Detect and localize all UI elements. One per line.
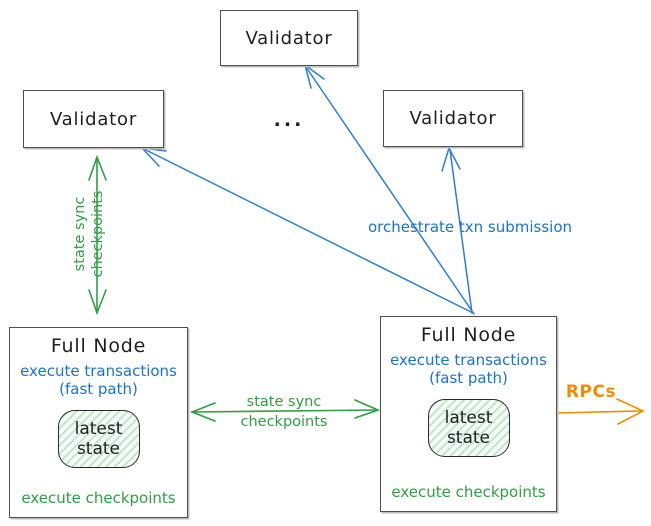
execute-transactions-label: execute transactions [20, 362, 177, 380]
state-sync-horizontal-label: state sync checkpoints [241, 392, 328, 432]
execute-checkpoints-label-right: execute checkpoints [391, 483, 546, 501]
latest-state-line1: latest [444, 408, 493, 428]
validator-top-label: Validator [245, 27, 333, 49]
state-sync-vertical-label: state sync checkpoints [71, 191, 107, 278]
validator-right-label: Validator [409, 108, 497, 129]
orchestrate-txn-submission-label: orchestrate txn submission [367, 218, 573, 236]
state-sync-horizontal-line1: state sync [246, 394, 322, 410]
state-sync-vertical-line1: state sync [72, 196, 88, 272]
ellipsis-text: ... [273, 109, 305, 131]
validator-left-box: Validator [23, 90, 164, 148]
latest-state-line1: latest [74, 419, 123, 439]
state-sync-horizontal-line2: checkpoints [240, 414, 328, 430]
full-node-left-title: Full Node [50, 335, 147, 357]
full-node-left-execute-transactions: execute transactions (fast path) [10, 362, 187, 398]
full-node-right-title: Full Node [420, 324, 517, 346]
validator-right-box: Validator [383, 90, 523, 147]
execute-transactions-label: execute transactions [390, 351, 547, 369]
validator-top-box: Validator [220, 10, 358, 66]
full-node-left-box: Full Node execute transactions (fast pat… [9, 327, 188, 518]
latest-state-line2: state [76, 439, 121, 459]
full-node-right-box: Full Node execute transactions (fast pat… [380, 316, 557, 512]
state-sync-vertical-line2: checkpoints [90, 190, 106, 278]
rpcs-arrow [556, 398, 645, 425]
execute-checkpoints-label-left: execute checkpoints [21, 489, 176, 507]
arrow-to-right-validator-head [441, 146, 461, 172]
arrow-to-left-validator-head [140, 146, 167, 167]
fast-path-label: (fast path) [59, 380, 138, 398]
latest-state-box-left: latest state [57, 410, 140, 468]
arrow-to-top-validator-head [303, 63, 325, 89]
rpcs-label: RPCs [565, 382, 617, 402]
full-node-right-execute-transactions: execute transactions (fast path) [381, 351, 556, 387]
fast-path-label: (fast path) [429, 369, 508, 387]
latest-state-box-right: latest state [427, 399, 510, 457]
validator-left-label: Validator [49, 108, 138, 130]
latest-state-line2: state [446, 428, 491, 448]
